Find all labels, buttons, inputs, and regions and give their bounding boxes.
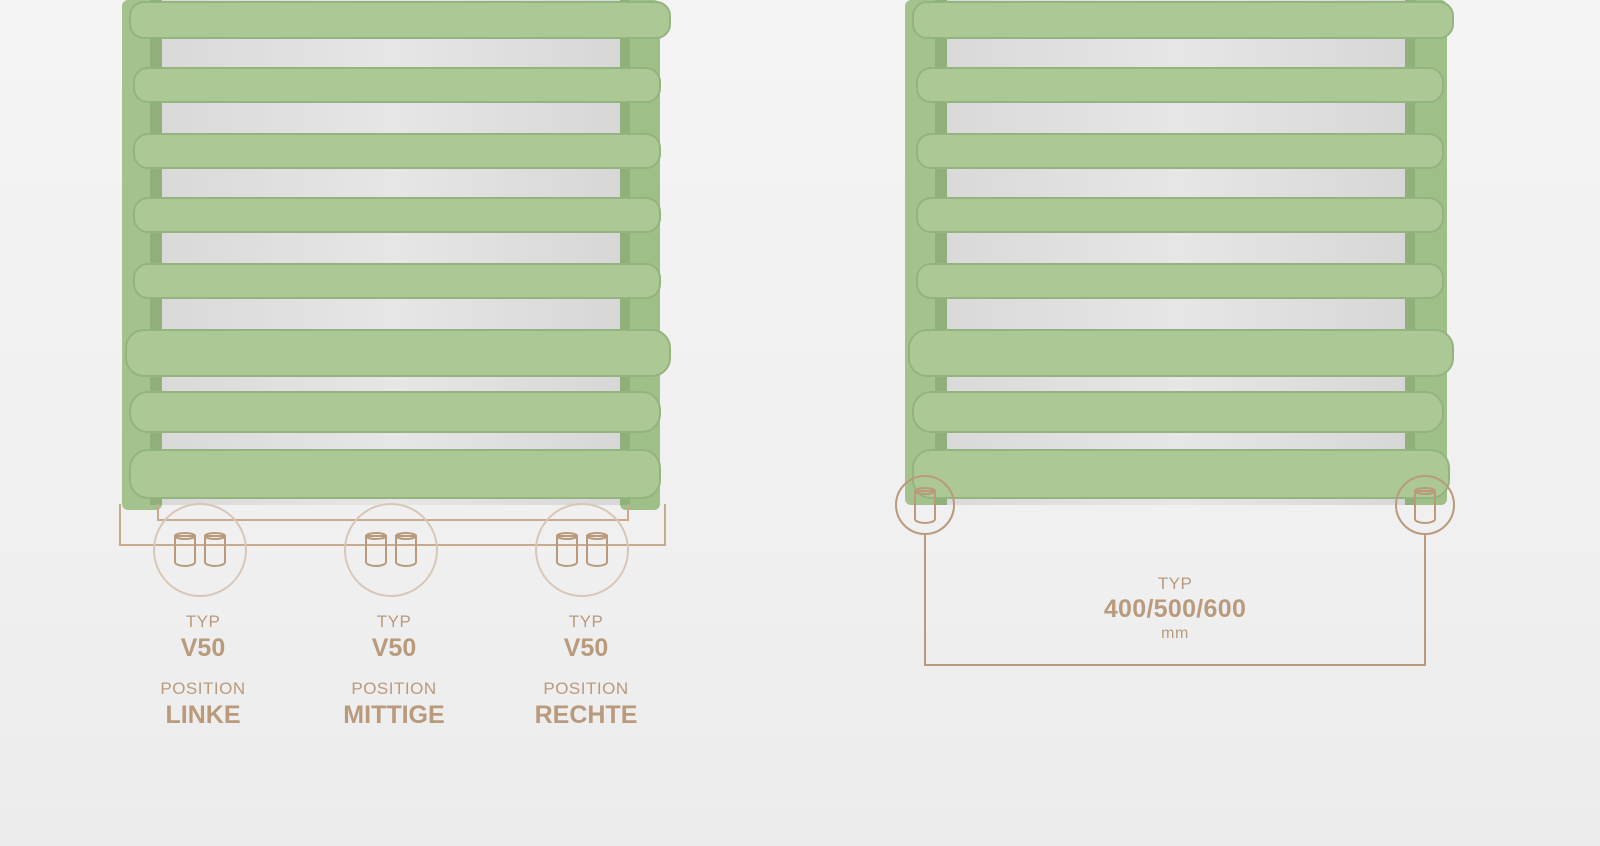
left-valve-icons (153, 503, 629, 597)
single-valve-icon-right[interactable] (1396, 476, 1456, 536)
typ-value: V50 (180, 634, 226, 662)
double-valve-icon-rechte[interactable] (536, 504, 628, 596)
typ-label: TYP (568, 612, 604, 631)
typ-label: TYP (1157, 574, 1193, 593)
right-dimension-drawing (895, 475, 1455, 666)
radiator-left-drawing (122, 0, 671, 510)
position-value: LINKE (165, 701, 241, 729)
position-label: POSITION (543, 679, 629, 698)
double-valve-icon-linke[interactable] (154, 504, 246, 596)
typ-label: TYP (185, 612, 221, 631)
position-label: POSITION (160, 679, 246, 698)
typ-label: TYP (376, 612, 412, 631)
radiator-right-drawing (905, 0, 1454, 505)
radiator-right (905, 0, 1465, 520)
option-linke[interactable]: TYP V50 POSITION LINKE (113, 612, 293, 730)
radiator-left (120, 0, 680, 520)
position-value: RECHTE (534, 701, 638, 729)
option-mittige[interactable]: TYP V50 POSITION MITTIGE (304, 612, 484, 730)
left-pipe-bracket (119, 504, 666, 546)
option-rechte[interactable]: TYP V50 POSITION RECHTE (496, 612, 676, 730)
typ-value: V50 (371, 634, 417, 662)
single-valve-icon[interactable] (896, 476, 956, 536)
position-value: MITTIGE (343, 701, 445, 729)
typ-value: V50 (563, 634, 609, 662)
typ-value: 400/500/600 (1103, 595, 1247, 623)
position-label: POSITION (351, 679, 437, 698)
double-valve-icon-mittige[interactable] (345, 504, 437, 596)
right-dimension-label[interactable]: TYP 400/500/600 mm (1075, 574, 1275, 643)
unit-label: mm (1161, 625, 1189, 642)
